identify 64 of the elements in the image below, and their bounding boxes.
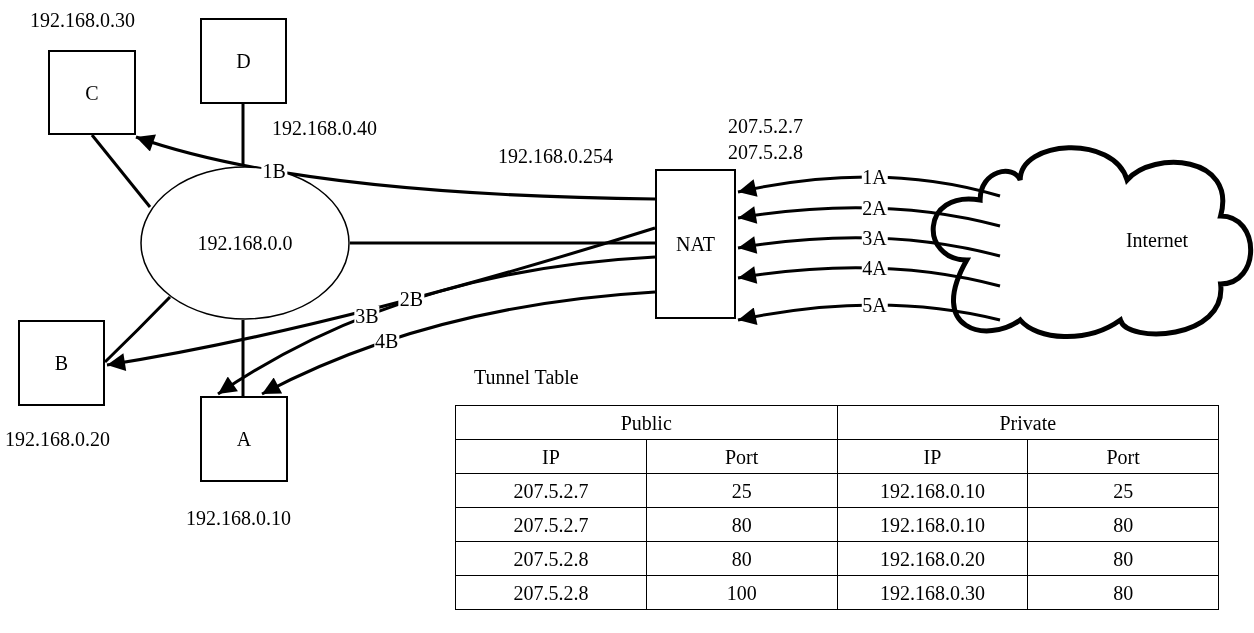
edge-label: 4A xyxy=(861,258,888,278)
table-cell: 80 xyxy=(1027,541,1219,576)
table-cell: 207.5.2.8 xyxy=(455,541,647,576)
table-cell: 100 xyxy=(646,575,837,610)
table-cell: 207.5.2.8 xyxy=(455,575,647,610)
edge-label: 5A xyxy=(861,295,888,315)
table-cell: Port xyxy=(646,439,837,474)
table-cell: IP xyxy=(837,439,1028,474)
edge-label: 3B xyxy=(354,305,380,326)
table-title: Tunnel Table xyxy=(474,365,579,390)
edge-label: 1A xyxy=(861,167,888,187)
table-header: Public xyxy=(455,405,837,440)
ip-address-label: 192.168.0.30 xyxy=(30,10,135,30)
table-cell: Port xyxy=(1027,439,1219,474)
arrow xyxy=(217,255,656,396)
node-label: D xyxy=(236,49,251,74)
arrow xyxy=(106,226,656,371)
host-box xyxy=(655,169,736,319)
edge-label: 2A xyxy=(861,198,888,218)
arrow xyxy=(737,266,1001,288)
table-cell: 25 xyxy=(646,473,837,508)
host-box xyxy=(18,320,105,406)
table-cell: 192.168.0.20 xyxy=(837,541,1028,576)
table-cell: 192.168.0.30 xyxy=(837,575,1028,610)
host-box xyxy=(200,396,288,482)
ip-address-label: 192.168.0.20 xyxy=(5,429,110,449)
table-cell: 192.168.0.10 xyxy=(837,473,1028,508)
ip-address-label: 192.168.0.10 xyxy=(186,508,291,528)
arrow xyxy=(737,206,1001,228)
node-label: C xyxy=(85,80,99,106)
node-label: 192.168.0.0 xyxy=(197,231,293,256)
arrow xyxy=(135,134,656,201)
table-cell: 192.168.0.10 xyxy=(837,507,1028,542)
arrow xyxy=(737,236,1001,258)
table-cell: IP xyxy=(455,439,647,474)
link-line xyxy=(241,104,245,166)
edge-label: 3A xyxy=(861,228,888,248)
ip-address-label: 207.5.2.7 xyxy=(728,116,803,136)
table-cell: 25 xyxy=(1027,473,1219,508)
node-label: NAT xyxy=(676,232,715,257)
table-cell: 80 xyxy=(646,541,837,576)
arrow xyxy=(737,303,1001,326)
node-label: B xyxy=(54,351,69,376)
link-line xyxy=(350,241,655,245)
host-box xyxy=(48,50,136,135)
arrow xyxy=(261,290,656,396)
table-cell: 80 xyxy=(1027,507,1219,542)
node-label: A xyxy=(236,427,252,452)
ip-address-label: 192.168.0.254 xyxy=(498,146,613,166)
link-line xyxy=(241,320,245,396)
table-cell: 80 xyxy=(1027,575,1219,610)
table-header: Private xyxy=(837,405,1219,440)
edge-label: 1B xyxy=(261,161,287,181)
table-cell: 207.5.2.7 xyxy=(455,507,647,542)
table-cell: 207.5.2.7 xyxy=(455,473,647,508)
link-line xyxy=(90,134,152,208)
ip-address-label: 192.168.0.40 xyxy=(272,118,377,138)
table-cell: 80 xyxy=(646,507,837,542)
ip-address-label: 207.5.2.8 xyxy=(728,142,803,162)
host-box xyxy=(200,18,287,104)
edge-label: 4B xyxy=(373,331,400,351)
arrow xyxy=(737,175,1001,198)
node-label: Internet xyxy=(1125,228,1189,253)
network-ellipse xyxy=(140,166,350,320)
